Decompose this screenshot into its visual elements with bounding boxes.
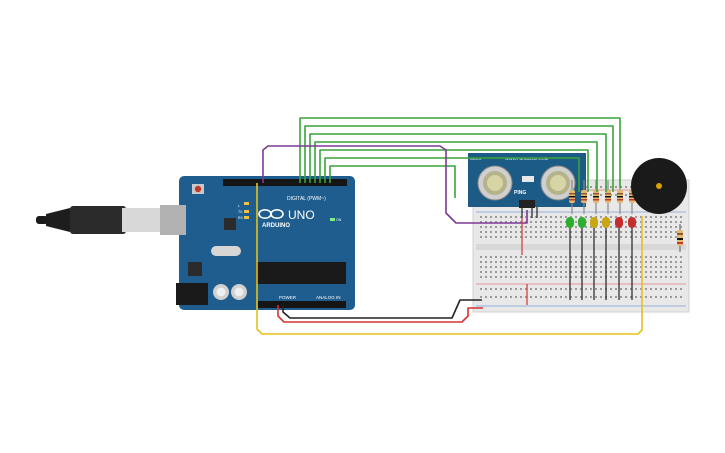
- power-header-label: POWER: [279, 295, 297, 300]
- arduino-brand-label: ARDUINO: [262, 223, 290, 229]
- resistor-buzzer: [677, 224, 683, 252]
- arduino-board[interactable]: UNO ARDUINO DIGITAL (PWM~) POWER ANALOG …: [160, 176, 355, 310]
- wire-signal-2: [304, 125, 614, 192]
- resistor: [617, 180, 623, 214]
- piezo-buzzer[interactable]: [631, 158, 687, 214]
- power-jack: [176, 283, 208, 305]
- led-label-l: L: [238, 204, 240, 208]
- led-red: [615, 217, 623, 300]
- analog-header-label: ANALOG IN: [316, 295, 341, 300]
- resistor: [605, 180, 611, 214]
- sensor-transducer-left: [477, 165, 513, 201]
- led-label-on: ON: [336, 218, 342, 222]
- resistor-row: [569, 180, 635, 214]
- resistor: [569, 180, 575, 214]
- ultrasonic-sensor[interactable]: 28015 WWW.PARALLAX.COM PING: [468, 153, 586, 208]
- resistor: [581, 180, 587, 214]
- led-red: [628, 217, 636, 300]
- regulator: [188, 262, 202, 276]
- usb-chip: [224, 218, 236, 230]
- power-analog-header[interactable]: [258, 301, 346, 308]
- led-l: [244, 202, 249, 205]
- wire-black: [282, 299, 482, 319]
- wire-signal-4: [314, 141, 598, 192]
- sensor-name-label: PING: [514, 190, 526, 196]
- digital-header[interactable]: [223, 179, 347, 186]
- sensor-transducer-right: [540, 165, 576, 201]
- atmega-chip: [256, 262, 346, 284]
- led-yellow: [602, 217, 610, 300]
- wire-signal-6: [324, 157, 580, 192]
- wire-signal-7: [329, 165, 456, 198]
- wire-signal-1: [299, 117, 621, 188]
- arduino-logo-icon: [258, 209, 284, 220]
- led-green: [566, 217, 574, 300]
- led-label-tx: TX: [238, 210, 243, 214]
- led-on: [330, 218, 335, 221]
- wire-yellow: [256, 183, 643, 335]
- wires: [256, 117, 643, 335]
- wire-signal-3: [309, 133, 607, 192]
- sensor-crystal: [522, 176, 534, 182]
- wire-red: [277, 305, 483, 323]
- led-label-rx: RX: [238, 216, 244, 220]
- resistor: [593, 180, 599, 214]
- crystal: [211, 246, 241, 256]
- led-rx: [244, 216, 249, 219]
- usb-port: [160, 205, 186, 235]
- arduino-model-label: UNO: [288, 208, 315, 222]
- led-tx: [244, 210, 249, 213]
- digital-header-label: DIGITAL (PWM~): [287, 196, 326, 202]
- wire-signal-5: [319, 149, 589, 192]
- led-green: [578, 217, 586, 300]
- led-yellow: [590, 217, 598, 300]
- led-row: [566, 217, 636, 300]
- wire-purple: [262, 145, 528, 224]
